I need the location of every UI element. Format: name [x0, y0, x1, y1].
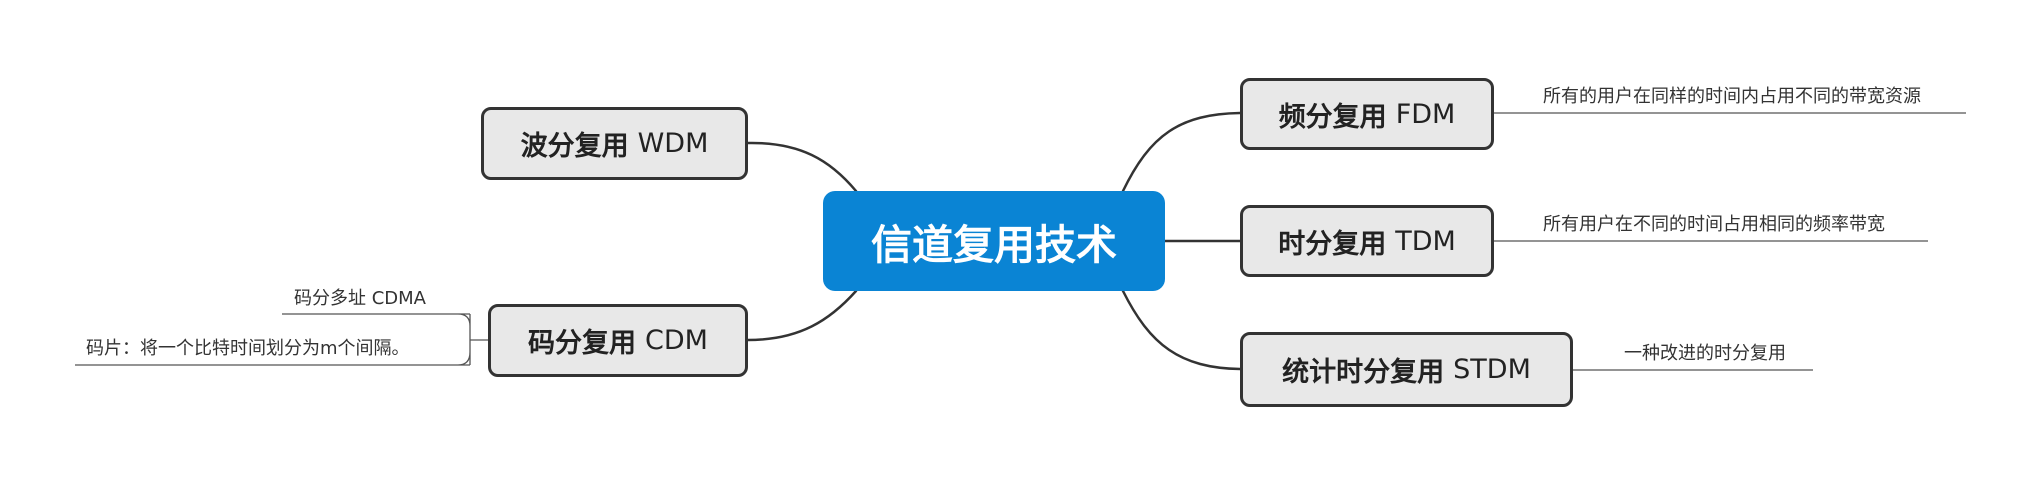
- node-stdm-en: STDM: [1453, 354, 1531, 385]
- note-cdm-chip: 码片：将一个比特时间划分为m个间隔。: [86, 338, 410, 359]
- note-tdm: 所有用户在不同的时间占用相同的频率带宽: [1543, 214, 1885, 235]
- node-fdm-zh: 频分复用: [1278, 101, 1387, 133]
- node-fdm-en: FDM: [1395, 98, 1456, 130]
- link-stdm: [1121, 289, 1242, 371]
- node-cdm[interactable]: 码分复用 CDM: [488, 304, 748, 377]
- link-fdm: [1121, 111, 1242, 193]
- node-cdm-zh: 码分复用: [528, 328, 637, 359]
- node-wdm[interactable]: 波分复用 WDM: [481, 107, 748, 180]
- node-tdm-zh: 时分复用: [1278, 228, 1387, 260]
- node-wdm-en: WDM: [637, 128, 709, 159]
- link-cdm: [746, 289, 858, 342]
- node-tdm[interactable]: 时分复用 TDM: [1240, 205, 1494, 277]
- note-fdm: 所有的用户在同样的时间内占用不同的带宽资源: [1543, 86, 1921, 107]
- central-topic-label: 信道复用技术: [871, 221, 1117, 269]
- note-cdm-cdma: 码分多址 CDMA: [294, 288, 426, 309]
- central-topic[interactable]: 信道复用技术: [823, 191, 1165, 291]
- node-stdm-zh: 统计时分复用: [1282, 357, 1445, 388]
- node-cdm-en: CDM: [645, 325, 708, 356]
- node-fdm[interactable]: 频分复用 FDM: [1240, 78, 1494, 150]
- node-stdm[interactable]: 统计时分复用 STDM: [1240, 332, 1573, 407]
- bracket-cdm-notes: [75, 313, 488, 366]
- link-wdm: [746, 141, 858, 193]
- note-stdm: 一种改进的时分复用: [1624, 343, 1786, 364]
- node-tdm-en: TDM: [1395, 225, 1456, 257]
- node-wdm-zh: 波分复用: [520, 131, 629, 162]
